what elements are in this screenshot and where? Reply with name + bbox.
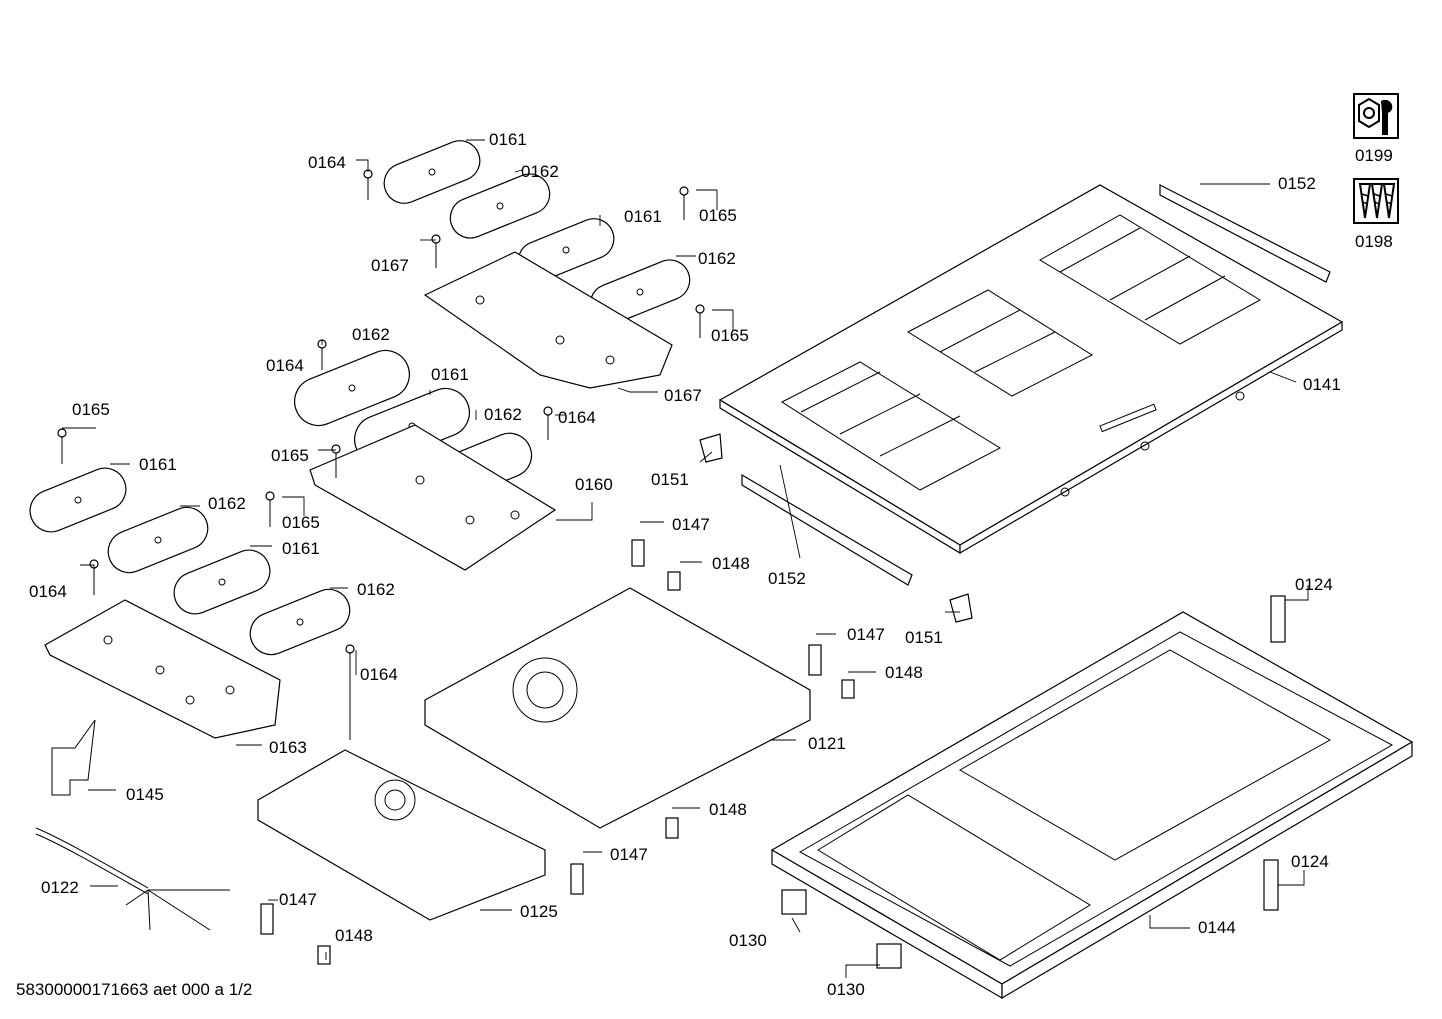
- electronics-housings: [257, 587, 811, 921]
- callout-0165: 0165: [271, 446, 309, 465]
- callout-0144: 0144: [1198, 918, 1236, 937]
- callout-0162: 0162: [357, 580, 395, 599]
- support-plates: [44, 251, 673, 739]
- callout-0148: 0148: [885, 663, 923, 682]
- callout-0164: 0164: [308, 153, 346, 172]
- mains-cable: [35, 827, 230, 931]
- callout-0160: 0160: [575, 475, 613, 494]
- callout-0165: 0165: [282, 513, 320, 532]
- callout-0165: 0167: [371, 256, 409, 275]
- service-icon-number-0199: 0199: [1355, 146, 1393, 165]
- callout-0164: 0164: [558, 408, 596, 427]
- callout-0164: 0164: [360, 665, 398, 684]
- screws-icon: [1353, 178, 1399, 224]
- callout-0162: 0162: [352, 325, 390, 344]
- callout-0162: 0162: [698, 249, 736, 268]
- hob-frame: [770, 611, 1414, 1000]
- callout-labels: 0161 0162 0164 0165 0161 0167 0162 0165 …: [29, 130, 1341, 999]
- callout-0121: 0121: [808, 734, 846, 753]
- wrench-nut-icon: [1353, 93, 1399, 139]
- callout-0147: 0147: [279, 890, 317, 909]
- trim-strips: [741, 184, 1331, 586]
- callout-0162: 0162: [484, 405, 522, 424]
- glass-ceramic-hob-top: [718, 184, 1344, 555]
- callout-0125: 0125: [520, 902, 558, 921]
- callout-0147: 0147: [847, 625, 885, 644]
- small-hardware: [260, 433, 1286, 969]
- callout-0152: 0152: [768, 569, 806, 588]
- callout-0141: 0141: [1303, 375, 1341, 394]
- callout-0124: 0124: [1291, 852, 1329, 871]
- callout-0130: 0130: [729, 931, 767, 950]
- callout-0148: 0148: [712, 554, 750, 573]
- callout-0152: 0152: [1278, 174, 1316, 193]
- screws-icon-graphic: [1358, 183, 1396, 219]
- wrench-nut-icon-graphic: [1358, 97, 1393, 135]
- document-id: 58300000171663 aet 000 a 1/2: [16, 980, 253, 999]
- callout-0161: 0161: [624, 207, 662, 226]
- callout-0130: 0130: [827, 980, 865, 999]
- callout-0122: 0122: [41, 878, 79, 897]
- callout-0162: 0162: [208, 494, 246, 513]
- callout-0163: 0163: [269, 738, 307, 757]
- callout-0162: 0162: [521, 162, 559, 181]
- service-icon-number-0198: 0198: [1355, 232, 1393, 251]
- bracket: [51, 719, 96, 796]
- callout-0164: 0165: [699, 206, 737, 225]
- callout-0148: 0148: [709, 800, 747, 819]
- callout-0165: 0165: [711, 326, 749, 345]
- callout-0167-label: 0167: [664, 386, 702, 405]
- callout-0147: 0147: [610, 845, 648, 864]
- callout-0148: 0148: [335, 926, 373, 945]
- callout-0124: 0124: [1295, 575, 1333, 594]
- callout-0164: 0164: [29, 582, 67, 601]
- callout-leaders: [62, 139, 1309, 978]
- callout-0147: 0147: [672, 515, 710, 534]
- callout-0151: 0151: [905, 628, 943, 647]
- callout-0161: 0161: [431, 365, 469, 384]
- callout-0161: 0161: [489, 130, 527, 149]
- callout-0164: 0164: [266, 356, 304, 375]
- callout-0161: 0161: [282, 539, 320, 558]
- callout-0161: 0161: [139, 455, 177, 474]
- callout-0145: 0145: [126, 785, 164, 804]
- callout-0165: 0165: [72, 400, 110, 419]
- callout-0151: 0151: [651, 470, 689, 489]
